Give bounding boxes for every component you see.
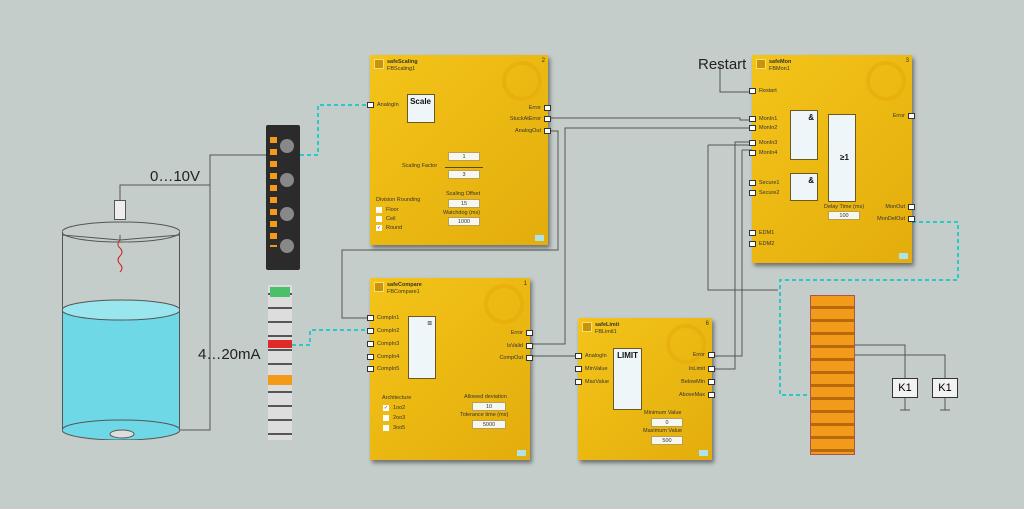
pin-compin3[interactable]: CompIn3	[367, 341, 399, 347]
block-type: safeCompare	[387, 282, 422, 288]
limit-function: LIMIT	[613, 348, 642, 410]
fb-safe-mon[interactable]: safeMon FBMon1 3 & & ≥1 Restart MonIn1 M…	[749, 55, 915, 263]
block-number: 6	[705, 321, 709, 327]
pin-error[interactable]: Error	[529, 105, 551, 111]
max-field[interactable]: 500	[651, 436, 683, 445]
pin-analogout[interactable]: AnalogOut	[515, 128, 551, 134]
pin-monout[interactable]: MonOut	[885, 204, 915, 210]
fb-safe-scaling[interactable]: safeScaling FBScaling1 2 Scale AnalogIn …	[367, 55, 551, 245]
checkbox-floor[interactable]: Floor	[376, 207, 399, 213]
pin-analogin[interactable]: AnalogIn	[575, 353, 607, 359]
fb-safe-limit[interactable]: safeLimit FBLimit1 6 LIMIT AnalogIn MinV…	[575, 318, 715, 460]
pin-monin4[interactable]: MonIn4	[749, 150, 777, 156]
label: Scaling Offset	[446, 191, 481, 197]
pin-error[interactable]: Error	[893, 113, 915, 119]
delay-field[interactable]: 100	[828, 211, 860, 220]
block-number: 2	[541, 58, 545, 64]
or-gate: ≥1	[828, 114, 856, 202]
block-number: 1	[523, 281, 527, 287]
offset-field[interactable]: 15	[448, 199, 480, 208]
pin-compin1[interactable]: CompIn1	[367, 315, 399, 321]
label: Delay Time (ms)	[824, 204, 865, 210]
pin-edm1[interactable]: EDM1	[749, 230, 774, 236]
block-number: 3	[905, 58, 909, 64]
pin-analogin[interactable]: AnalogIn	[367, 102, 399, 108]
pin-minvalue[interactable]: MinValue	[575, 366, 608, 372]
gear-icon	[502, 61, 542, 101]
pin-compin2[interactable]: CompIn2	[367, 328, 399, 334]
block-icon	[582, 322, 592, 332]
pin-isvalid[interactable]: IsValid	[507, 343, 533, 349]
current-label: 4…20mA	[198, 346, 261, 363]
block-name: FBMon1	[769, 66, 790, 72]
gear-icon	[866, 61, 906, 101]
checkbox-2oo3[interactable]: 2oo3	[383, 415, 405, 421]
pin-error[interactable]: Error	[511, 330, 533, 336]
deviation-field[interactable]: 10	[472, 402, 506, 411]
pin-error[interactable]: Error	[693, 352, 715, 358]
pin-compin4[interactable]: CompIn4	[367, 354, 399, 360]
block-icon	[374, 59, 384, 69]
label: Allowed deviation	[464, 394, 507, 400]
block-icon	[374, 282, 384, 292]
and-gate-2: &	[790, 173, 818, 201]
block-name: FBCompare1	[387, 289, 420, 295]
level-sensor-icon	[114, 200, 126, 220]
pin-stuckaterror[interactable]: StuckAtError	[510, 116, 551, 122]
pin-maxvalue[interactable]: MaxValue	[575, 379, 609, 385]
block-icon	[756, 59, 766, 69]
pin-monin3[interactable]: MonIn3	[749, 140, 777, 146]
pin-restart[interactable]: Restart	[749, 88, 777, 94]
pin-belowmin[interactable]: BelowMin	[681, 379, 715, 385]
pin-mondelout[interactable]: MonDelOut	[877, 216, 915, 222]
scale-function: Scale	[407, 94, 435, 123]
analog-input-module	[266, 125, 300, 270]
pin-inlimit[interactable]: InLimit	[689, 366, 715, 372]
min-field[interactable]: 0	[651, 418, 683, 427]
label: Tolerance time (ms)	[460, 412, 509, 418]
restart-label: Restart	[698, 56, 747, 73]
safety-output-module	[810, 295, 855, 455]
block-name: FBLimit1	[595, 329, 617, 335]
gear-icon	[484, 284, 524, 324]
tolerance-field[interactable]: 5000	[472, 420, 506, 429]
pin-edm2[interactable]: EDM2	[749, 241, 774, 247]
fb-safe-compare[interactable]: safeCompare FBCompare1 1 = CompIn1 CompI…	[367, 278, 533, 460]
pin-compout[interactable]: CompOut	[499, 355, 533, 361]
label: Minimum Value	[644, 410, 682, 416]
pin-secure2[interactable]: Secure2	[749, 190, 780, 196]
checkbox-round[interactable]: ✓Round	[376, 225, 403, 231]
tank-illustration	[62, 221, 180, 440]
block-name: FBScaling1	[387, 66, 416, 72]
label: Watchdog (ms)	[443, 210, 481, 216]
checkbox-ceil[interactable]: Ceil	[376, 216, 395, 222]
block-type: safeMon	[769, 59, 792, 65]
pin-secure1[interactable]: Secure1	[749, 180, 780, 186]
factor-denominator[interactable]: 3	[448, 170, 480, 179]
pin-compin5[interactable]: CompIn5	[367, 366, 399, 372]
block-type: safeLimit	[595, 322, 620, 328]
watchdog-field[interactable]: 1000	[448, 217, 480, 226]
gear-icon	[666, 324, 706, 364]
terminal-module	[268, 285, 292, 440]
label: Architecture	[382, 395, 412, 401]
compare-function: =	[408, 316, 436, 379]
checkbox-3oo5[interactable]: 3oo5	[383, 425, 405, 431]
label: Maximum Value	[643, 428, 683, 434]
label: Scaling Factor	[402, 163, 438, 169]
label: Division Rounding	[376, 197, 421, 203]
pin-abovemax[interactable]: AboveMax	[679, 392, 715, 398]
relay-k1-a: K1	[892, 378, 918, 398]
factor-numerator[interactable]: 1	[448, 152, 480, 161]
relay-k1-b: K1	[932, 378, 958, 398]
block-type: safeScaling	[387, 59, 418, 65]
and-gate-1: &	[790, 110, 818, 160]
pin-monin1[interactable]: MonIn1	[749, 116, 777, 122]
checkbox-1oo2[interactable]: ✓1oo2	[383, 405, 406, 411]
voltage-label: 0…10V	[150, 168, 201, 185]
pin-monin2[interactable]: MonIn2	[749, 125, 777, 131]
